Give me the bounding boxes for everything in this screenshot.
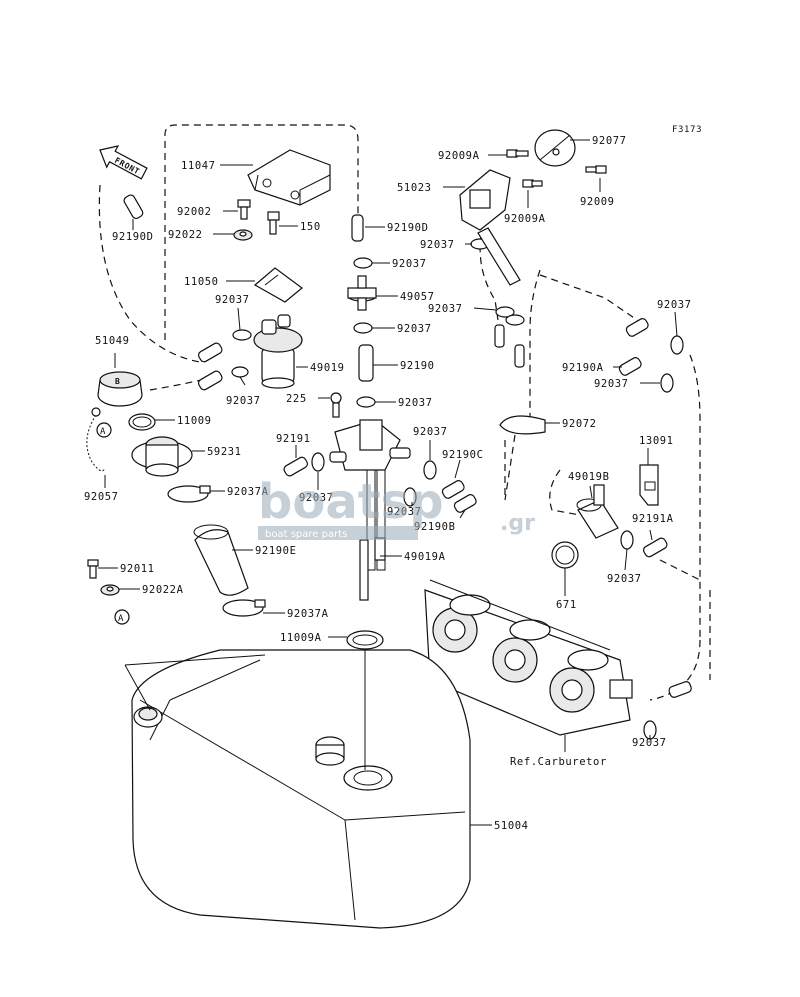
washer-92022a-icon: [100, 584, 120, 596]
part-label: 92190: [400, 360, 435, 372]
marker-a: A A: [96, 422, 130, 625]
part-label: 92009A: [438, 150, 480, 162]
carburetor-assembly: [424, 579, 633, 736]
fitting-49057: [347, 275, 377, 311]
part-label: 92191A: [632, 513, 674, 525]
fuel-cap-51049: B: [97, 371, 143, 407]
part-label: 49019B: [568, 471, 610, 483]
watermark-logo: boatsp .gr boat spare parts: [258, 474, 535, 540]
clamp-92037a-icons: [167, 485, 266, 617]
part-label: 11009: [177, 415, 212, 427]
part-label: 225: [286, 393, 307, 405]
part-label: 92037A: [287, 608, 329, 620]
fuel-valve: [329, 419, 411, 601]
part-label: 49019: [310, 362, 345, 374]
part-label: 92037: [657, 299, 692, 311]
svg-text:boat spare parts: boat spare parts: [265, 529, 347, 540]
part-label: 92190B: [414, 521, 456, 533]
part-label: 92009A: [504, 213, 546, 225]
valve-assembly-51023: [459, 169, 521, 286]
part-label: 92037: [226, 395, 261, 407]
gasket-11009a: [346, 630, 384, 650]
screw-225-icon: [330, 392, 342, 418]
svg-text:.gr: .gr: [500, 511, 535, 536]
part-label: 92002: [177, 206, 212, 218]
svg-text:B: B: [115, 377, 120, 386]
part-label: 92022: [168, 229, 203, 241]
bolt-92011-icon: [87, 559, 99, 579]
ref-carburetor-note: Ref.Carburetor: [510, 756, 607, 768]
part-label: 11047: [181, 160, 216, 172]
bracket-11047: [247, 149, 331, 206]
band-92072: [499, 415, 546, 435]
front-arrow-icon: FRONT: [99, 145, 148, 180]
part-label: 92037: [413, 426, 448, 438]
part-label: 92037: [428, 303, 463, 315]
gasket-11009: [128, 413, 156, 431]
part-label: 92037: [387, 506, 422, 518]
bolt-92009a-icons: [506, 149, 607, 188]
part-label: 49019A: [404, 551, 446, 563]
part-label: 92009: [580, 196, 615, 208]
svg-text:boatsp: boatsp: [258, 474, 444, 530]
part-label: 11050: [184, 276, 219, 288]
part-label: 92037: [215, 294, 250, 306]
strap-92057: [86, 407, 106, 472]
part-label: 59231: [207, 446, 242, 458]
svg-text:A: A: [100, 427, 106, 437]
part-label: 92037: [397, 323, 432, 335]
part-label: 92011: [120, 563, 155, 575]
part-label: 92037: [594, 378, 629, 390]
part-label: 92072: [562, 418, 597, 430]
o-ring-671: [551, 541, 579, 569]
part-label: 92037: [299, 492, 334, 504]
fuel-filter-49019: [253, 314, 303, 389]
part-labels: 11047 92002 150 92022 11050 92037 92037 …: [84, 135, 692, 832]
part-label: 13091: [639, 435, 674, 447]
filter-49019b: [576, 484, 619, 539]
part-label: 92190D: [112, 231, 154, 243]
part-label: 92190D: [387, 222, 429, 234]
bolt-92002-icon: [237, 199, 251, 220]
filler-neck-59231: [131, 436, 193, 477]
bracket-11050: [253, 267, 303, 303]
part-label: 49057: [400, 291, 435, 303]
part-label: 92057: [84, 491, 119, 503]
part-label: 671: [556, 599, 577, 611]
part-label: 92037A: [227, 486, 269, 498]
part-label: 92077: [592, 135, 627, 147]
clip-13091: [639, 464, 659, 506]
part-label: 92190C: [442, 449, 484, 461]
part-label: 92037: [398, 397, 433, 409]
part-label: 92037: [607, 573, 642, 585]
washer-92022-icon: [233, 229, 253, 241]
part-label: 51049: [95, 335, 130, 347]
svg-text:A: A: [118, 614, 124, 624]
part-label: 150: [300, 221, 321, 233]
part-label: 92037: [420, 239, 455, 251]
part-label: 92191: [276, 433, 311, 445]
leader-lines: [98, 139, 678, 826]
hoses-small: [123, 194, 692, 698]
knob-92077: [534, 129, 576, 167]
part-label: 92037: [632, 737, 667, 749]
fuel-tank-51004: [124, 649, 471, 929]
part-label: 51004: [494, 820, 529, 832]
part-label: 51023: [397, 182, 432, 194]
clamp-92037-icons: [231, 238, 684, 740]
part-label: 11009A: [280, 632, 322, 644]
figure-code: F3173: [672, 125, 702, 135]
hose-92190e: [193, 524, 249, 596]
bolt-150-icon: [267, 211, 280, 235]
hose-routing: [98, 124, 711, 701]
part-label: 92022A: [142, 584, 184, 596]
part-label: 92037: [392, 258, 427, 270]
part-label: 92190E: [255, 545, 297, 557]
part-label: 92190A: [562, 362, 604, 374]
